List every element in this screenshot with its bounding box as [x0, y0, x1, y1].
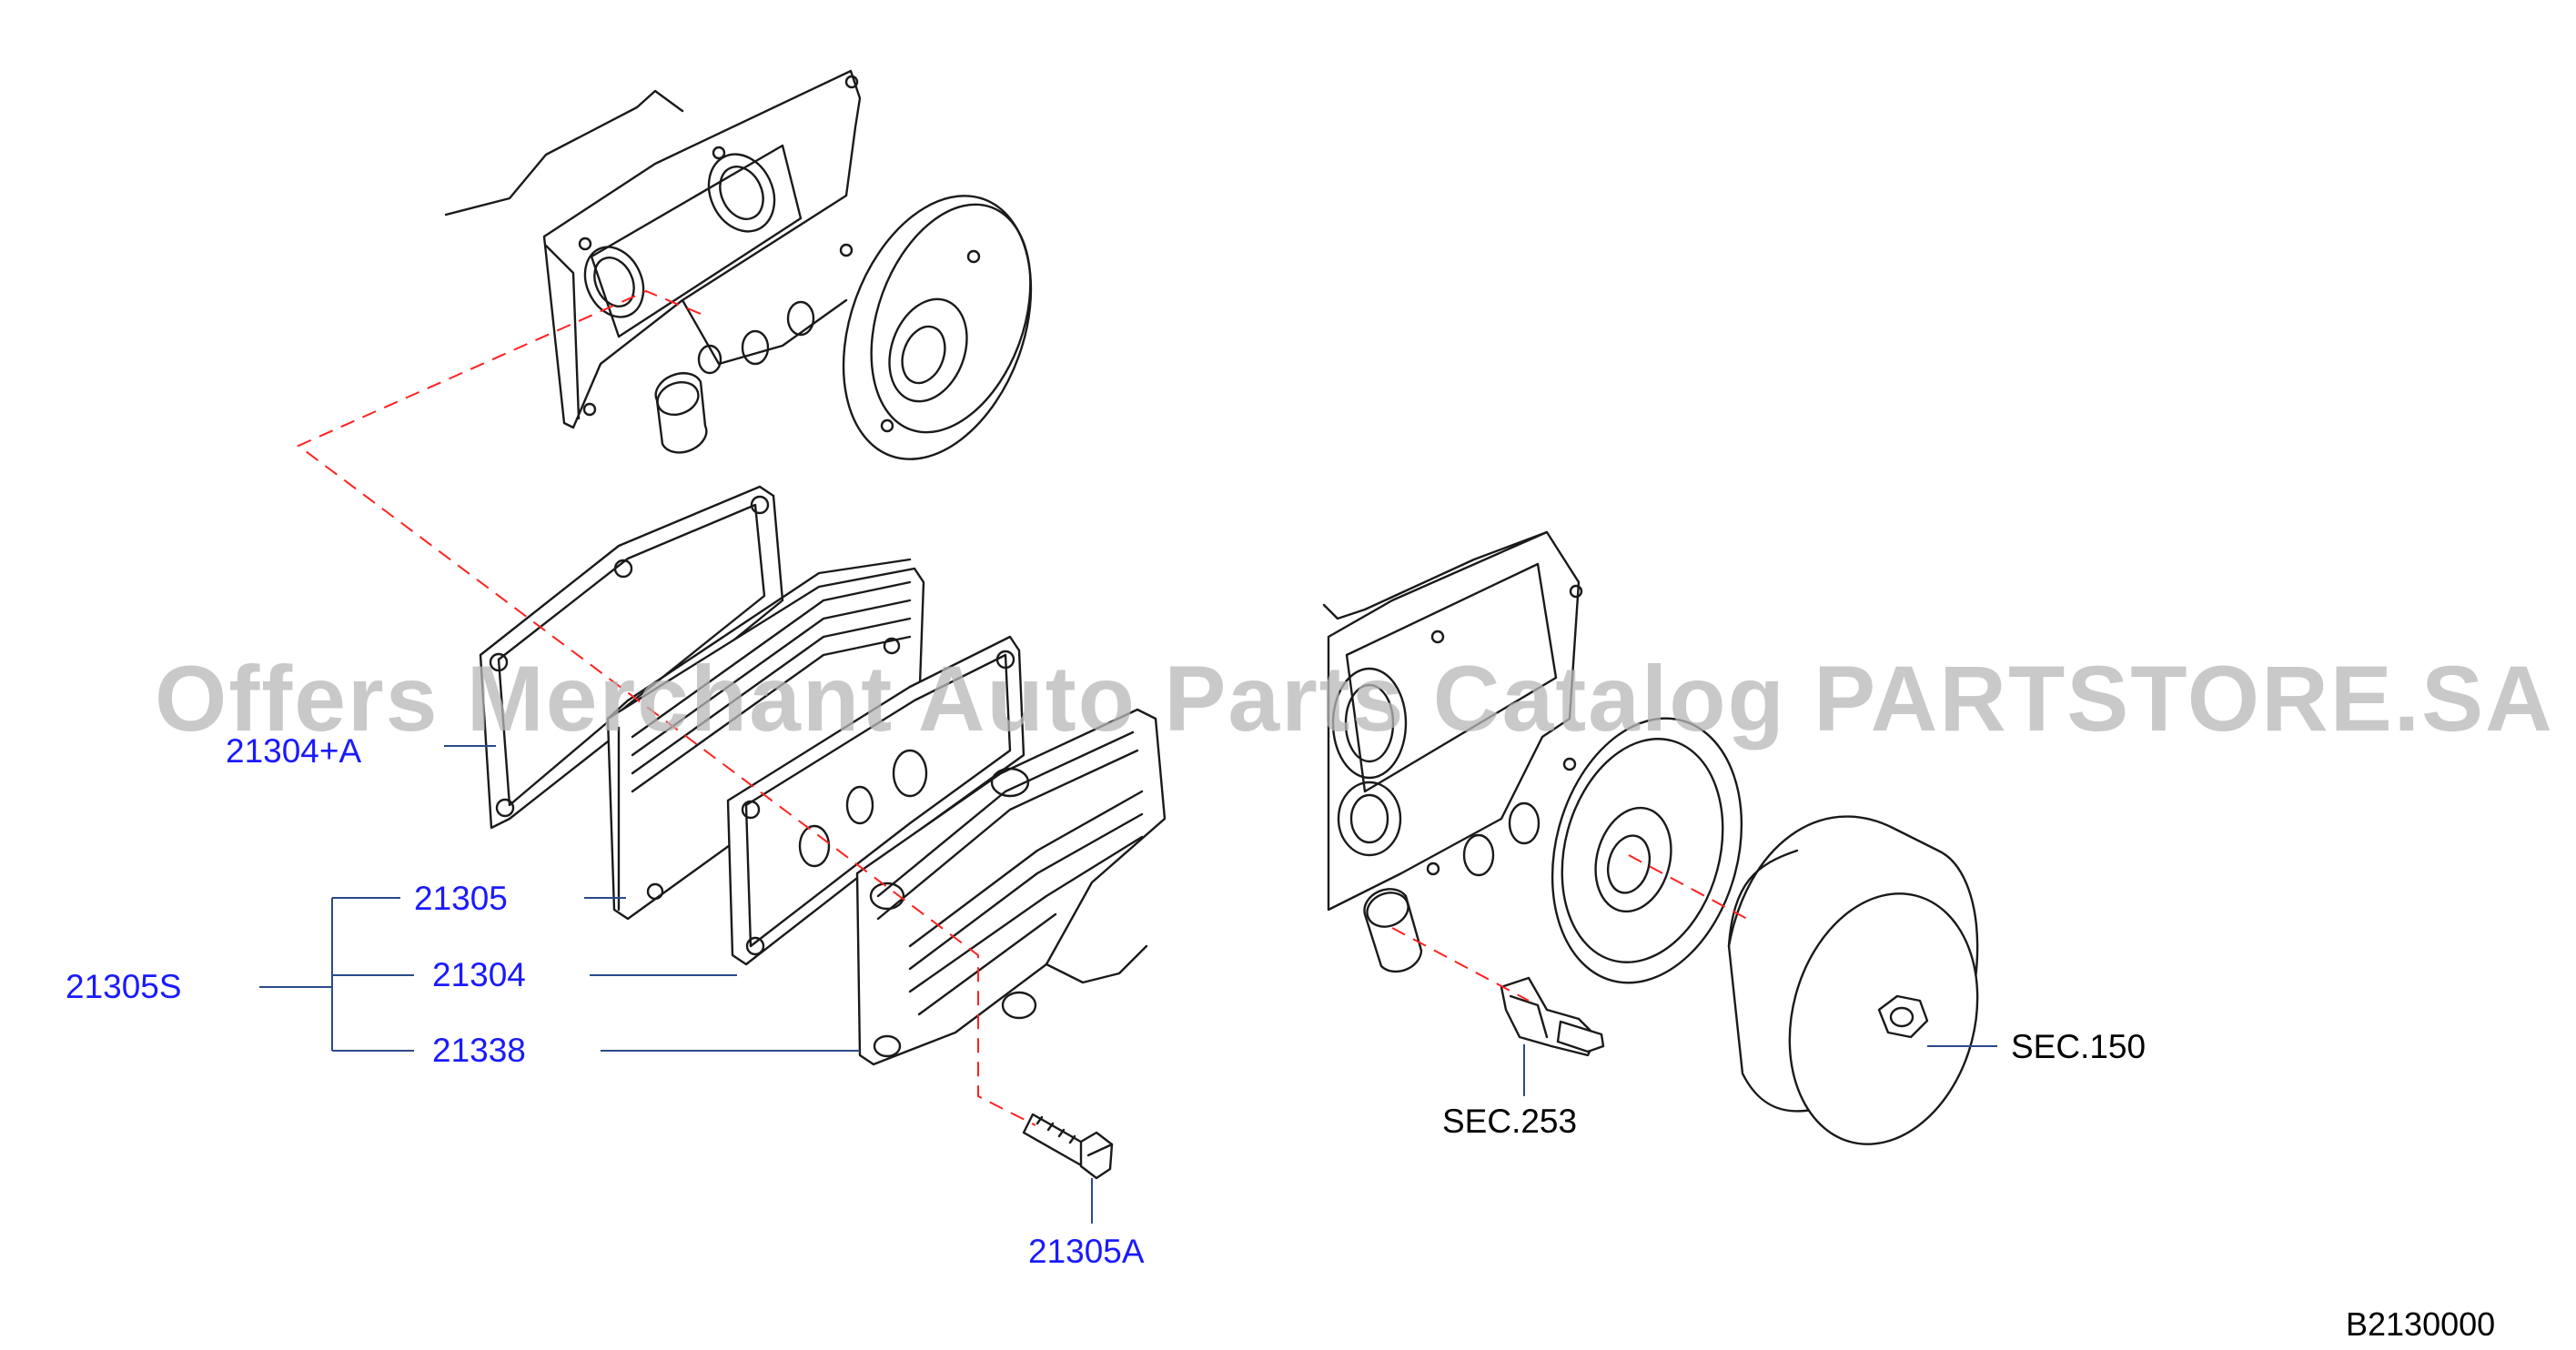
section-ref-sec253[interactable]: SEC.253: [1442, 1103, 1577, 1140]
sensor-sec253-drawing: [1500, 976, 1605, 1057]
part-label-cooler-assembly-21305s[interactable]: 21305S: [66, 968, 182, 1005]
watermark: Offers Merchant Auto Parts Catalog PARTS…: [155, 647, 2554, 751]
engine-block-right: [1322, 530, 1743, 984]
section-ref-sec150[interactable]: SEC.150: [2011, 1028, 2146, 1065]
part-label-cover-21338[interactable]: 21338: [432, 1032, 526, 1069]
part-label-oil-cooler-21305[interactable]: 21305: [414, 880, 508, 917]
oil-filter-sec150-drawing: [1727, 815, 1979, 1145]
leader-lines: [259, 745, 1997, 1224]
part-label-gasket-21304a[interactable]: 21304+A: [226, 732, 361, 770]
part-label-bolt-21305a[interactable]: 21305A: [1028, 1233, 1145, 1270]
gasket-plate-21304-drawing: [726, 635, 1025, 966]
engine-block-top: [444, 69, 1033, 460]
part-label-gasket-plate-21304[interactable]: 21304: [432, 956, 526, 993]
gasket-21304a-drawing: [479, 485, 784, 830]
cover-21338-drawing: [855, 708, 1167, 1066]
oil-cooler-21305-drawing: [606, 558, 925, 921]
bolt-21305a-drawing: [1022, 1113, 1114, 1180]
assembly-axis-lines: [297, 289, 1748, 1126]
diagram-code: B2130000: [2346, 1305, 2495, 1343]
